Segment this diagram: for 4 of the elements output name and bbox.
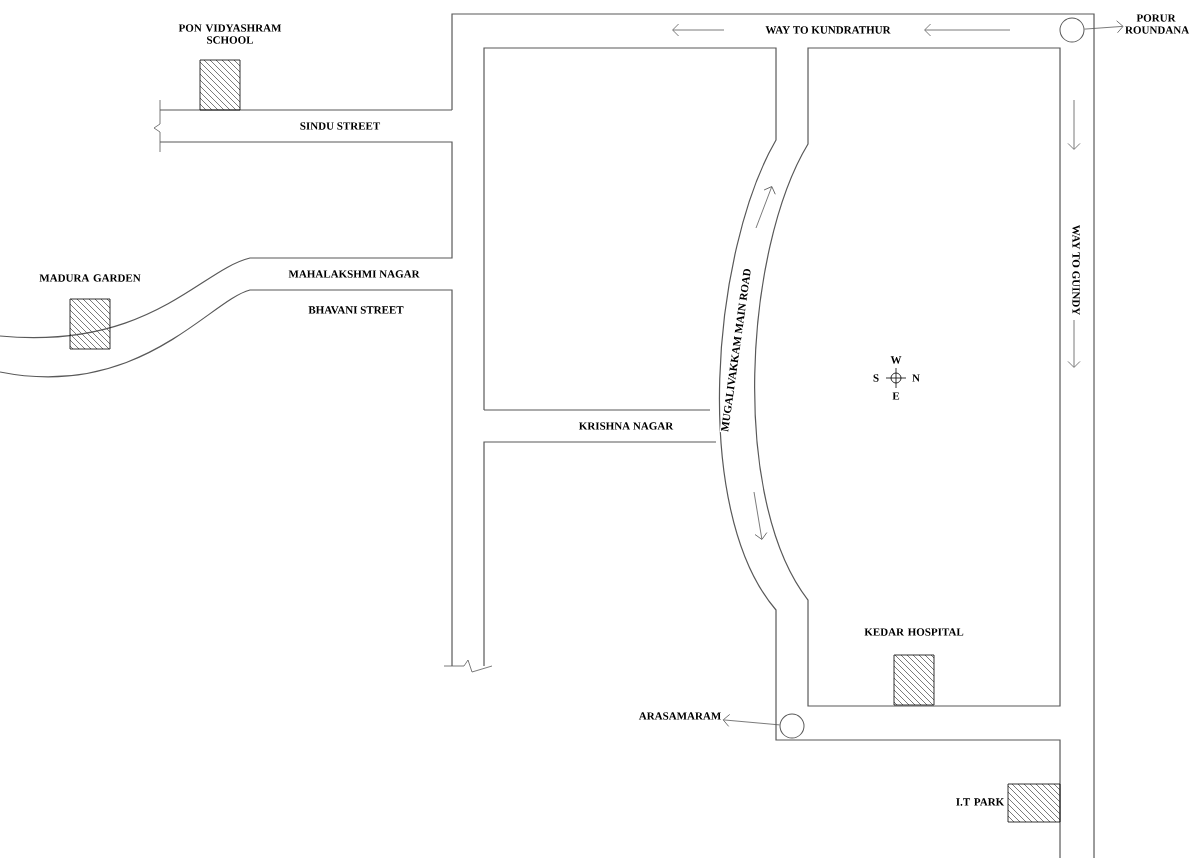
roundabout-circle <box>779 713 805 739</box>
leader-arrow <box>722 714 780 727</box>
leader-arrow <box>1084 20 1124 34</box>
roundabout-circle <box>1059 17 1085 43</box>
